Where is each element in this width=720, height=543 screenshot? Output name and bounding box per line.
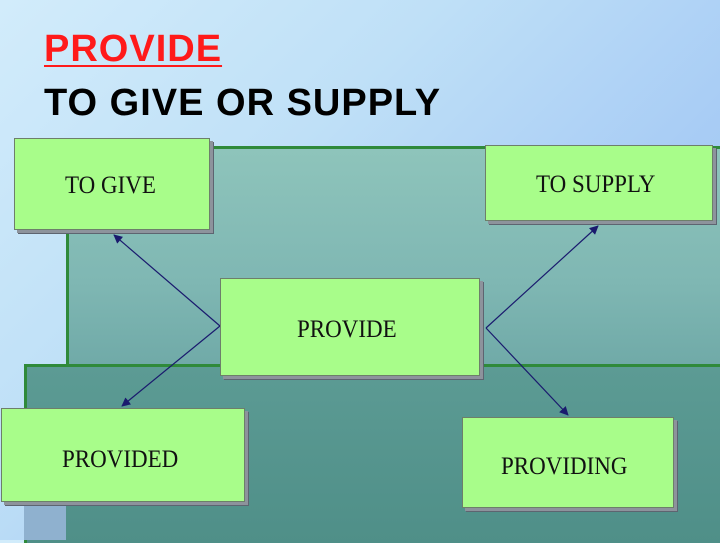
arrow-to-provided (121, 325, 221, 407)
slide-subtitle: TO GIVE OR SUPPLY (44, 82, 442, 124)
node-provided-label: PROVIDED (62, 446, 179, 473)
arrow-to-give (113, 234, 221, 327)
arrow-to-providing (485, 327, 569, 416)
node-to-supply: TO SUPPLY (485, 145, 713, 221)
slide-title: PROVIDE (44, 28, 223, 70)
node-to-give-label: TO GIVE (65, 172, 156, 199)
node-to-supply-label: TO SUPPLY (536, 171, 656, 198)
node-providing-label: PROVIDING (501, 453, 628, 480)
node-provided: PROVIDED (1, 408, 245, 502)
node-providing: PROVIDING (462, 417, 674, 508)
node-provide-center-label: PROVIDE (297, 316, 397, 343)
node-to-give: TO GIVE (14, 138, 210, 230)
node-provide-center: PROVIDE (220, 278, 480, 376)
arrow-to-supply (485, 225, 599, 329)
